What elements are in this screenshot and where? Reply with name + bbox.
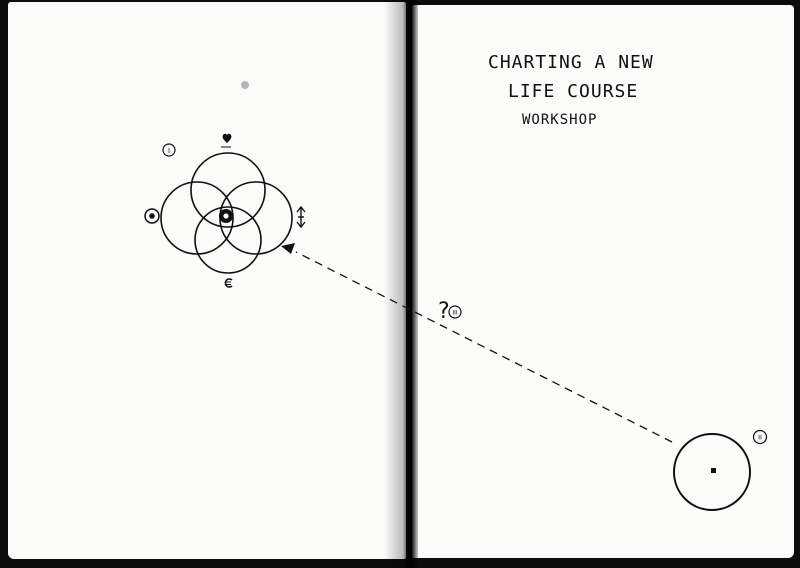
arrowhead-icon (281, 243, 295, 254)
venn-circle-left (160, 181, 234, 255)
current-state-circle (673, 433, 751, 511)
label-circle-ii (752, 429, 768, 445)
dashed-path (295, 251, 673, 443)
question-sub-label: III (452, 310, 458, 317)
current-label: II (758, 434, 762, 442)
book-gutter (384, 0, 418, 568)
label-circle-i (162, 143, 176, 157)
heart-icon (221, 133, 232, 148)
title-line-2: Life course (508, 81, 639, 102)
dot-in-circle-icon (144, 208, 160, 224)
venn-circle-bottom (194, 206, 262, 274)
question-mark: ? (438, 299, 450, 324)
label-circle-iii (448, 305, 462, 319)
right-page (412, 5, 794, 558)
euro-icon (224, 278, 233, 288)
title-line-1: Charting a new (488, 52, 654, 73)
left-page (8, 2, 406, 559)
arrows-icon (296, 205, 306, 229)
venn-circle-top (190, 152, 266, 228)
page-smudge (241, 81, 249, 89)
model-label: I (168, 147, 170, 155)
workshop-title: Charting a new Life course Workshop (470, 48, 670, 135)
title-line-3: Workshop (522, 112, 598, 128)
current-state-dot (711, 468, 716, 473)
